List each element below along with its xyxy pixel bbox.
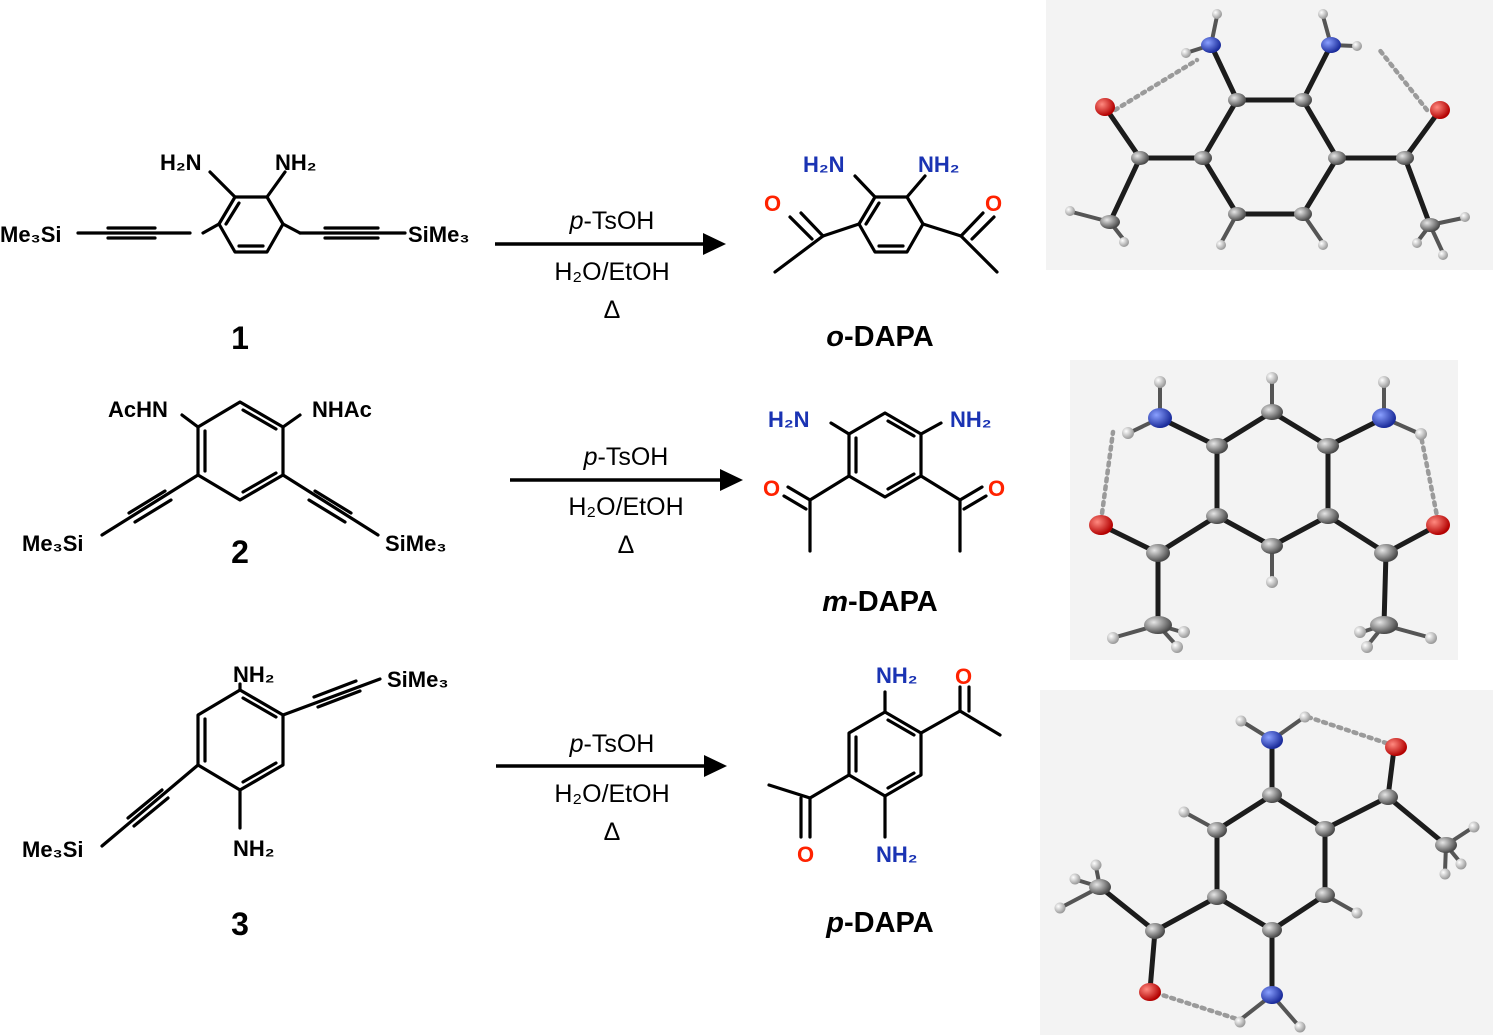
reactant-1-amine-right: NH₂ [275, 150, 317, 175]
reactant-1-structure [76, 170, 407, 254]
product-m-amine-left: H₂N [768, 407, 810, 432]
product-p-DAPA-structure [767, 685, 1002, 839]
product-m-DAPA-structure [782, 411, 988, 553]
reactant-2-amide-right: NHAc [312, 397, 372, 422]
reactant-1-amine-left: H₂N [160, 150, 202, 175]
heat-symbol-2: Δ [618, 531, 635, 559]
reactant-2-silyl-left: Me₃Si [22, 531, 84, 556]
crystal-structure-m-DAPA [1070, 360, 1458, 660]
reactant-3-silyl-bottom: Me₃Si [22, 837, 84, 862]
solvent-label-3: H₂O/EtOH [554, 780, 669, 808]
product-o-oxygen-left: O [764, 191, 781, 216]
compound-number-1: 1 [231, 320, 249, 356]
product-name-m-DAPA: m-DAPA [822, 586, 938, 618]
product-o-amine-left: H₂N [803, 152, 845, 177]
product-name-o-DAPA: o-DAPA [826, 321, 933, 353]
product-name-p-DAPA: p-DAPA [825, 907, 933, 939]
reactant-1-silyl-left: Me₃Si [0, 222, 62, 247]
reagent-label-2: p-TsOH [583, 443, 669, 471]
reagent-label-1: p-TsOH [569, 207, 655, 235]
compound-number-3: 3 [231, 906, 249, 942]
crystal-structure-p-DAPA [1040, 690, 1493, 1035]
reactant-3-silyl-top: SiMe₃ [387, 667, 449, 692]
solvent-label-2: H₂O/EtOH [568, 493, 683, 521]
reactant-3-amine-top: NH₂ [233, 662, 275, 687]
compound-number-2: 2 [231, 534, 249, 570]
product-o-DAPA-structure [773, 174, 999, 274]
product-p-amine-top: NH₂ [876, 663, 918, 688]
heat-symbol-3: Δ [604, 818, 621, 846]
reactant-2-silyl-right: SiMe₃ [385, 531, 447, 556]
product-p-oxygen-top: O [955, 664, 972, 689]
product-p-oxygen-bottom: O [797, 842, 814, 867]
crystal-structure-o-DAPA [1046, 0, 1493, 270]
reaction-arrow-2 [510, 469, 743, 491]
heat-symbol-1: Δ [604, 296, 621, 324]
reagent-label-3: p-TsOH [569, 730, 655, 758]
product-p-amine-bottom: NH₂ [876, 842, 918, 867]
reaction-arrow-1 [495, 233, 726, 255]
product-o-amine-right: NH₂ [918, 152, 960, 177]
reactant-3-amine-bottom: NH₂ [233, 836, 275, 861]
reaction-arrow-3 [496, 755, 727, 777]
reactant-2-structure [100, 400, 380, 537]
product-m-oxygen-left: O [763, 476, 780, 501]
reactant-1-silyl-right: SiMe₃ [408, 222, 470, 247]
reactant-3-structure [100, 677, 382, 848]
reactant-2-amide-left: AcHN [108, 397, 168, 422]
product-m-oxygen-right: O [988, 476, 1005, 501]
product-o-oxygen-right: O [985, 191, 1002, 216]
product-m-amine-right: NH₂ [950, 407, 992, 432]
solvent-label-1: H₂O/EtOH [554, 258, 669, 286]
